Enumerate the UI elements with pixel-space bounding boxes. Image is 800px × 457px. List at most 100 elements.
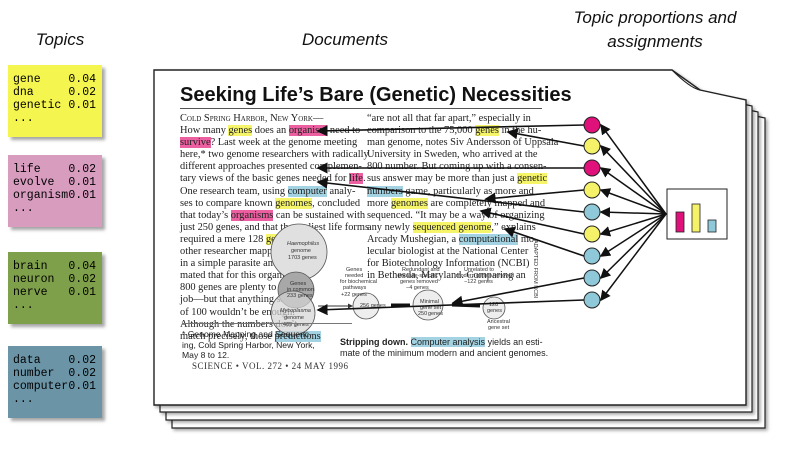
text-run: of 100 wouldn’t be enough.: [180, 306, 295, 318]
text-run: in Bethesda, Maryland. Comparing an: [367, 270, 526, 282]
assignment-dot-7: [583, 247, 601, 265]
text-run: can be sustained with: [273, 209, 366, 221]
left-col-line: in a simple parasite and esti-: [180, 258, 369, 270]
topic-word-row: ...: [8, 299, 102, 312]
topic-word: number: [13, 367, 55, 380]
topic-word-prob: 0.02: [68, 367, 96, 380]
assignment-dot-3: [583, 159, 601, 177]
proportion-arrow-8: [599, 213, 667, 280]
right-col-line: “are not all that far apart,” especially…: [367, 113, 558, 125]
topic-word-prob: 0.01: [68, 380, 96, 393]
text-run: analy-: [326, 185, 356, 197]
topic-word: ...: [13, 299, 34, 312]
proportion-arrow-3: [599, 167, 667, 215]
text-run: How many: [180, 125, 229, 137]
text-run: more: [367, 197, 391, 209]
topic-word-prob: 0.04: [68, 260, 96, 273]
left-col-line: other researcher mapped genes: [180, 246, 369, 258]
highlighted-word: computational: [458, 233, 519, 245]
assignment-arrow-5: [316, 177, 585, 213]
topic-word: dna: [13, 86, 34, 99]
caption-bold: Stripping down.: [340, 337, 408, 347]
topic-word-prob: 0.04: [68, 73, 96, 86]
proportions-header-line2: assignments: [607, 32, 703, 51]
dateline: Cold Spring Harbor, New York—: [180, 113, 324, 124]
topic-word: organism: [13, 189, 69, 202]
highlighted-word: computer: [287, 185, 327, 197]
assignment-arrow-1: [316, 124, 585, 137]
topic-word: life: [13, 163, 41, 176]
text-run: that today’s: [180, 209, 231, 221]
assignment-arrow-7: [503, 226, 585, 257]
text-run: game, particularly as more and: [402, 185, 534, 197]
topic-word: ...: [13, 393, 34, 406]
caption-rest: yields an esti-: [487, 337, 543, 347]
text-run: Although the numbers don’t: [180, 318, 298, 330]
highlighted-word: sequenced genome: [412, 221, 492, 233]
text-run: in the hu-: [498, 125, 542, 137]
assignment-dots: [583, 116, 601, 309]
text-run: sus answer may be more than just a: [367, 173, 518, 185]
left-col-line: Although the numbers don’t: [180, 319, 369, 331]
text-run: comparison to the 75,000: [367, 125, 476, 137]
proportion-arrow-7: [599, 213, 667, 257]
highlighted-word: life: [349, 173, 363, 185]
left-col-line: that today’s organisms can be sustained …: [180, 209, 369, 222]
topic-word-row: ...: [8, 393, 102, 406]
proportion-arrow-2: [599, 144, 667, 215]
highlighted-word: organism: [288, 125, 328, 137]
text-run: mo-: [518, 233, 538, 245]
right-col-line: numbers game, particularly as more and: [367, 185, 558, 198]
text-run: University in Sweden, who arrived at the: [367, 149, 538, 161]
text-run: ? Last week at the genome meeting: [210, 137, 358, 149]
proportion-arrow-6: [599, 213, 667, 237]
topic-word-row: ...: [8, 112, 102, 125]
topic-word-prob: 0.01: [68, 99, 96, 112]
right-col-line: sequenced. “It may be a way of organizin…: [367, 210, 558, 222]
topic-word-prob: 0.01: [68, 286, 96, 299]
text-run: 800 genes are plenty to do the: [180, 282, 305, 294]
proportions-chart: [666, 188, 728, 240]
proportion-bar-3: [707, 219, 717, 233]
assignment-arrows: [316, 123, 667, 316]
text-run: match precisely, those: [180, 330, 275, 342]
proportion-bar-1: [675, 211, 685, 233]
text-run: lecular biologist at the National Center: [367, 246, 529, 258]
text-run: does an: [252, 125, 289, 137]
left-col-line: ses to compare known genomes, concluded: [180, 197, 369, 210]
left-col-line: survive? Last week at the genome meeting: [180, 137, 369, 149]
left-col-line: One research team, using computer analy-: [180, 185, 369, 198]
left-col-line: 800 genes are plenty to do the: [180, 282, 369, 294]
topic-word: neuron: [13, 273, 55, 286]
assignment-arrow-4: [484, 189, 585, 204]
topic-word: evolve: [13, 176, 55, 189]
text-run: One research team, using: [180, 185, 288, 197]
topic-word: data: [13, 354, 41, 367]
highlighted-word: survive: [180, 137, 211, 149]
figure-caption: Stripping down. Computer analysis yields…: [340, 337, 548, 359]
text-run: sequenced. “It may be a way of organizin…: [367, 209, 545, 221]
topics-header: Topics: [35, 30, 85, 49]
caption-highlight: Computer analysis: [410, 337, 486, 347]
highlighted-word: predictions: [274, 330, 321, 342]
topic-word: nerve: [13, 286, 48, 299]
topic-word: ...: [13, 202, 34, 215]
text-run: tary views of the basic genes needed for: [180, 173, 350, 185]
left-col-line: job—but that anything short: [180, 294, 369, 306]
text-run: for Biotechnology Information (NCBI): [367, 258, 530, 270]
highlighted-word: genomes: [390, 197, 428, 209]
assignment-dot-5: [583, 203, 601, 221]
topic-word-row: ...: [8, 202, 102, 215]
proportions-header-line1: Topic proportions and: [573, 8, 737, 27]
